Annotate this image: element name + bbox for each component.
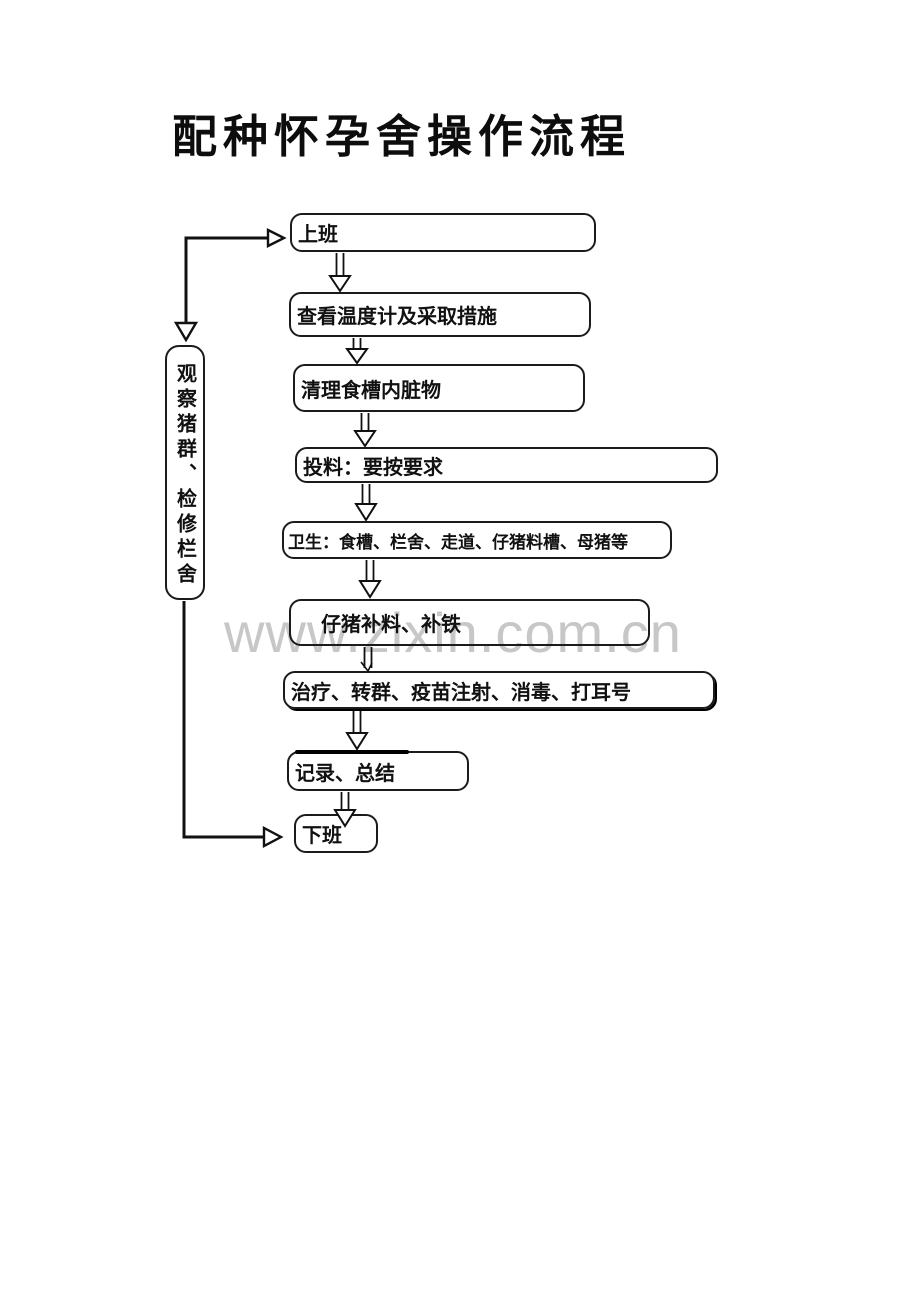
arrow-treatment-to-record	[345, 711, 369, 751]
step-treatment-transfer: 治疗、转群、疫苗注射、消毒、打耳号	[283, 671, 715, 709]
step-end-work: 下班	[294, 814, 378, 853]
step-start-work: 上班	[290, 213, 596, 252]
step-record-summary: 记录、总结	[287, 750, 469, 791]
arrow-feeding-to-hygiene	[354, 484, 378, 522]
side-note-observe-herd: 观察猪群、检修栏舍	[165, 345, 205, 600]
arrow-check-to-clean	[345, 338, 369, 365]
arrow-clean-to-feeding	[353, 413, 377, 448]
arrow-start-to-check	[328, 253, 352, 293]
connector-start-to-side-note	[173, 228, 287, 343]
step-check-thermometer: 查看温度计及采取措施	[289, 292, 591, 337]
step-clean-trough: 清理食槽内脏物	[293, 364, 585, 412]
step-hygiene: 卫生：食槽、栏舍、走道、仔猪料槽、母猪等	[282, 521, 672, 559]
arrow-hygiene-to-supplement	[358, 560, 382, 599]
step-piglet-supplement: 仔猪补料、补铁	[289, 599, 650, 646]
watermark-text: www.zixin.com.cn	[224, 601, 682, 664]
page-title: 配种怀孕舍操作流程	[172, 112, 632, 162]
step-feeding: 投料：要按要求	[295, 447, 718, 483]
